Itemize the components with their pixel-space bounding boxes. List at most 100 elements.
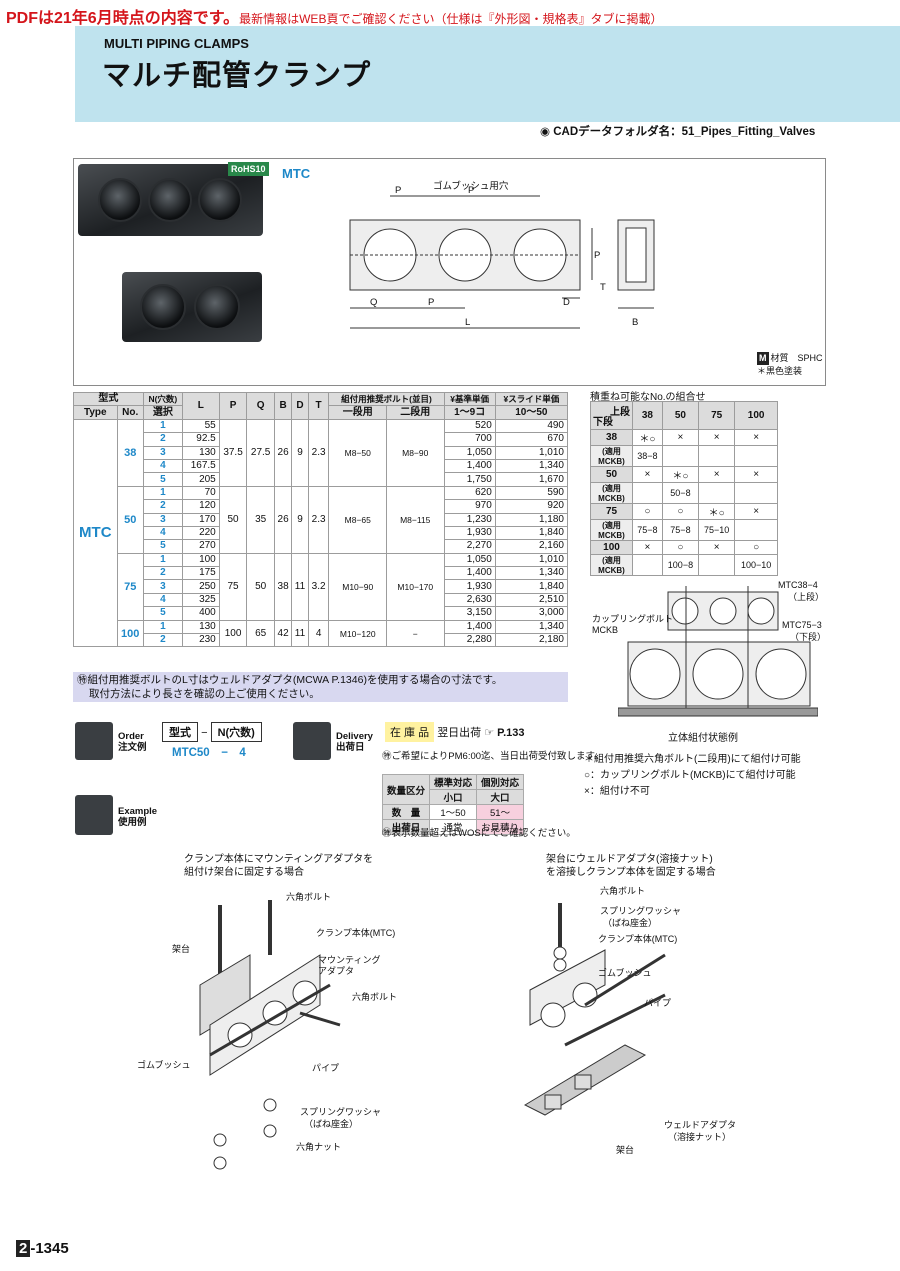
spec-cell: 1 — [142, 619, 183, 635]
stack-cell: × — [661, 429, 700, 446]
stack-col-75: 75 — [698, 401, 736, 430]
th-price1: ¥基準単価 — [443, 391, 496, 407]
spec-cell: 670 — [494, 432, 569, 447]
stack-cell: ○ — [661, 540, 700, 555]
spec-cell: 2,280 — [443, 633, 496, 648]
spec-cell: 220 — [181, 525, 220, 541]
th-slide1: ¥スライド単価 — [494, 391, 569, 407]
spec-cell: 3 — [142, 445, 183, 460]
stack-row: 75○○＊○× — [590, 503, 778, 520]
stack-col-38: 38 — [632, 401, 663, 430]
spec-cell: 92.5 — [181, 432, 220, 447]
legend-1: ＊組付用推奨六角ボルト(二段用)にて組付け可能 — [584, 754, 801, 765]
spec-cell: 1,010 — [494, 552, 569, 568]
spec-note-1: ㊕組付用推奨ボルトのL寸はウェルドアダプタ(MCWA P.1346)を使用する場… — [77, 674, 503, 686]
spec-cell: 1,400 — [443, 458, 496, 474]
stack-mckb-cell — [661, 445, 700, 467]
qty-r1b: 51〜 — [476, 804, 525, 820]
spec-cell: 5 — [142, 539, 183, 554]
label-q: Q — [370, 297, 378, 308]
qty-r1: 数 量 — [381, 804, 431, 820]
example-jp: 使用例 — [118, 817, 147, 828]
fig1-washer1: スプリングワッシャ — [300, 1107, 382, 1117]
spec-cell: 100 — [116, 619, 144, 648]
stack-cell: ＊○ — [661, 466, 700, 483]
fig2-caption: 架台にウェルドアダプタ(溶接ナット)を溶接しクランプ本体を固定する場合 — [546, 853, 716, 879]
stack-row-head: 50 — [590, 466, 633, 483]
fig2-bush: ゴムブッシュ — [598, 968, 652, 978]
th-p: P — [218, 392, 248, 420]
stack-cell: × — [632, 466, 663, 483]
spec-cell: 230 — [181, 633, 220, 648]
spec-cell: 167.5 — [181, 458, 220, 474]
stack-caption: 立体組付状態例 — [668, 733, 738, 744]
spec-cell: 26 — [273, 485, 293, 554]
spec-cell: 4 — [142, 592, 183, 608]
th-l: L — [181, 392, 220, 420]
spec-cell: 2 — [142, 432, 183, 447]
th-type: Type — [73, 405, 118, 420]
spec-cell: 4 — [307, 619, 330, 648]
spec-cell: 38 — [273, 552, 293, 621]
fig1-cap2: 組付け架台に固定する場合 — [184, 867, 304, 878]
order-example: MTC50 − 4 — [172, 744, 246, 760]
spec-cell: 5 — [142, 472, 183, 487]
stack-mckb-cell: 100−10 — [734, 554, 778, 576]
spec-cell: 1 — [142, 418, 183, 434]
spec-note: ㊕組付用推奨ボルトのL寸はウェルドアダプタ(MCWA P.1346)を使用する場… — [73, 672, 568, 702]
stack-mckb-row: (適用MCKB)38−8 — [590, 445, 778, 467]
title-band — [70, 26, 900, 122]
example-en: Example — [118, 806, 158, 817]
spec-cell: 1,180 — [494, 512, 569, 527]
notice-main: PDFは21年6月時点の内容です。 — [6, 10, 240, 27]
stack-corner: 上段下段 — [590, 401, 633, 430]
label-t: T — [600, 282, 606, 293]
label-b: B — [632, 317, 639, 328]
spec-cell: 2 — [142, 499, 183, 514]
stack-upper: 上段 — [610, 407, 630, 418]
th-n2: 選択 — [142, 405, 183, 420]
product-box — [73, 158, 826, 386]
fig2-body: クランプ本体(MTC) — [598, 934, 678, 944]
stack-mckb-cell — [632, 554, 663, 576]
spec-cell: M10−90 — [328, 552, 387, 621]
spec-cell: 9 — [291, 485, 309, 554]
spec-cell: 70 — [181, 485, 220, 501]
fig2-washer2: （ばね座金） — [603, 918, 658, 928]
spec-cell: 1,010 — [494, 445, 569, 460]
spec-cell: 270 — [181, 539, 220, 554]
spec-cell: 65 — [246, 619, 275, 648]
spec-cell: 1,750 — [443, 472, 496, 487]
order-format: 型式 − N(穴数) — [162, 722, 262, 742]
th-t: T — [307, 392, 330, 420]
stack-cell: × — [698, 429, 736, 446]
product-photo-3hole — [78, 164, 263, 236]
spec-cell: 1,840 — [494, 579, 569, 594]
spec-cell: 250 — [181, 579, 220, 594]
example-icon — [75, 795, 113, 835]
fig1-pipe: パイプ — [312, 1063, 340, 1073]
order-dash: − — [201, 727, 208, 739]
spec-cell: 175 — [181, 566, 220, 581]
page-section: 2 — [16, 1240, 31, 1257]
qty-r2a: 通常 — [429, 819, 478, 835]
stack-cell: × — [632, 540, 663, 555]
spec-cell: 9 — [291, 418, 309, 487]
spec-cell: 120 — [181, 499, 220, 514]
spec-cell: 520 — [443, 418, 496, 434]
spec-cell: M10−120 — [328, 619, 387, 648]
spec-cell: 1 — [142, 485, 183, 501]
stack-c2: MCKB — [592, 625, 619, 635]
cad-folder: ◉ CADデータフォルダ名：51_Pipes_Fitting_Valves — [540, 126, 816, 138]
label-p-top2: P — [468, 185, 475, 196]
stack-mckb-cell: 100−8 — [661, 554, 700, 576]
stack-mckb-row: (適用MCKB)50−8 — [590, 482, 778, 504]
spec-cell: 26 — [273, 418, 293, 487]
spec-cell: 100 — [218, 619, 248, 648]
stack-cell: × — [698, 466, 736, 483]
